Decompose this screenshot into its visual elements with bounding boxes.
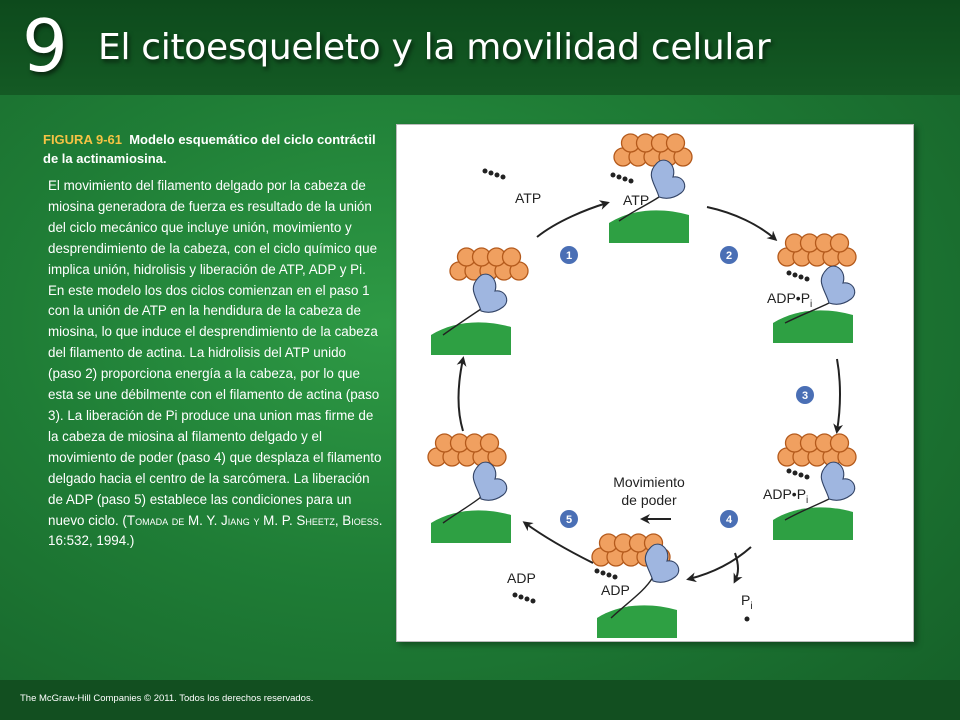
myosin-neck — [610, 576, 654, 619]
state-adp-power-stroke: ADP — [591, 533, 680, 638]
state-adp-pi-upper: ADP•Pi — [767, 233, 857, 343]
cycle-diagram: ATP ATP ADP•Pi ADP•Pi — [396, 124, 914, 642]
myosin-head — [644, 543, 680, 583]
figure-heading: FIGURA 9-61 Modelo esquemático del ciclo… — [43, 130, 383, 168]
actin-filament — [613, 133, 693, 167]
label-adp-bound: ADP — [601, 582, 630, 598]
step-badge-4: 4 — [720, 510, 738, 528]
thick-filament — [431, 510, 511, 543]
arrow-step-4 — [686, 546, 752, 583]
state-rigor-lower — [427, 433, 511, 543]
thick-filament — [431, 322, 511, 355]
svg-text:2: 2 — [726, 250, 732, 262]
thick-filament — [773, 310, 853, 343]
myosin-head — [820, 265, 856, 305]
chapter-title: El citoesqueleto y la movilidad celular — [98, 27, 771, 68]
myosin-neck — [442, 496, 482, 524]
myosin-neck — [784, 498, 830, 521]
label-pi-free: Pi — [741, 592, 753, 612]
pi-free-dot — [744, 616, 750, 622]
label-de-poder: de poder — [621, 492, 677, 508]
label-adp-free: ADP — [507, 570, 536, 586]
label-atp-bound: ATP — [623, 192, 649, 208]
citation-reference: 16:532, 1994.) — [48, 533, 135, 549]
step-badge-1: 1 — [560, 246, 578, 264]
svg-text:3: 3 — [802, 390, 808, 402]
figure-description: El movimiento del filamento delgado por … — [43, 176, 383, 552]
step-badge-2: 2 — [720, 246, 738, 264]
arrow-recycle — [456, 356, 467, 432]
arrow-pi-release — [733, 552, 743, 584]
step-badge-3: 3 — [796, 386, 814, 404]
header-bar: 9 El citoesqueleto y la movilidad celula… — [0, 0, 960, 95]
citation-source: Tomada de M. Y. Jiang y M. P. Sheetz, Bi… — [126, 512, 383, 528]
adp-pi-dots — [786, 270, 810, 282]
atp-bound-dots — [610, 172, 634, 184]
myosin-head — [472, 461, 508, 501]
arrow-step-1 — [536, 200, 610, 238]
arrow-step-5 — [522, 521, 594, 564]
arrow-step-2 — [706, 206, 778, 241]
figure-title: Modelo esquemático del ciclo contráctil … — [43, 132, 376, 166]
thick-filament — [597, 605, 677, 638]
figure-caption: FIGURA 9-61 Modelo esquemático del ciclo… — [43, 130, 383, 552]
svg-text:4: 4 — [726, 514, 733, 526]
adp-pi-dots — [786, 468, 810, 480]
figure-label: FIGURA 9-61 — [43, 132, 122, 147]
thick-filament — [609, 210, 689, 243]
myosin-head — [820, 461, 856, 501]
adp-free-dots — [512, 592, 536, 604]
description-text: El movimiento del filamento delgado por … — [48, 178, 382, 528]
adp-bound-dots — [594, 568, 618, 580]
step-badge-5: 5 — [560, 510, 578, 528]
arrow-step-3 — [833, 358, 844, 434]
actin-filament — [427, 433, 507, 467]
actin-filament — [777, 433, 857, 467]
state-atp-detached: ATP — [609, 133, 693, 243]
myosin-neck — [442, 308, 482, 336]
state-rigor-upper — [431, 247, 529, 355]
label-adp-pi-bottom: ADP•Pi — [763, 486, 808, 506]
diagram-canvas: ATP ATP ADP•Pi ADP•Pi — [427, 133, 857, 638]
svg-text:5: 5 — [566, 514, 572, 526]
myosin-neck — [784, 302, 830, 324]
myosin-neck — [618, 196, 660, 222]
chapter-number: 9 — [22, 4, 68, 88]
label-adp-pi-top: ADP•Pi — [767, 290, 812, 310]
copyright-text: The McGraw-Hill Companies © 2011. Todos … — [20, 693, 314, 704]
thick-filament — [773, 507, 853, 540]
footer-bar: The McGraw-Hill Companies © 2011. Todos … — [0, 680, 960, 720]
label-movimiento: Movimiento — [613, 474, 685, 490]
state-adp-pi-lower: ADP•Pi — [763, 433, 857, 540]
label-atp-free: ATP — [515, 190, 541, 206]
svg-text:1: 1 — [566, 250, 572, 262]
atp-free-dots — [482, 168, 506, 180]
actin-filament — [777, 233, 857, 267]
